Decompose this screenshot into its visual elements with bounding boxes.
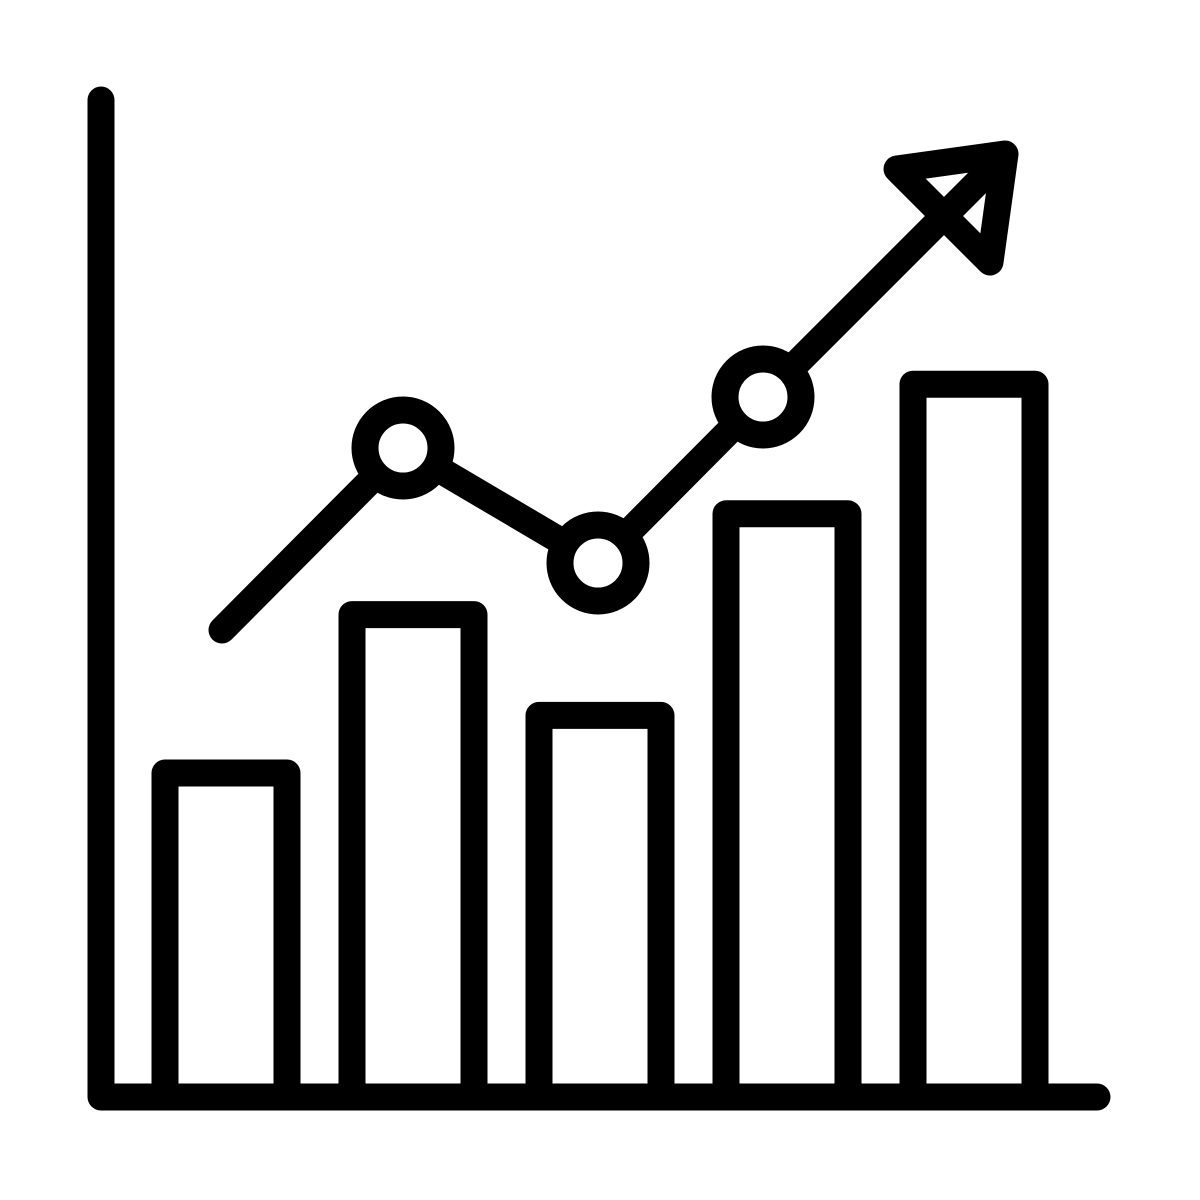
chart-bars xyxy=(151,370,1049,1111)
bar-5 xyxy=(899,370,1049,1111)
bar-3 xyxy=(525,701,675,1111)
arrow-up-right-icon xyxy=(883,140,1019,276)
trend-node-3 xyxy=(711,345,815,449)
trend-node-2 xyxy=(546,511,650,615)
bar-4 xyxy=(712,500,862,1111)
trend-line-group xyxy=(208,140,1019,644)
bar-1 xyxy=(151,759,301,1111)
chart-axes xyxy=(87,86,1111,1111)
axis-lines xyxy=(87,86,1111,1111)
trend-node-1 xyxy=(351,396,455,500)
bar-2 xyxy=(338,601,488,1111)
